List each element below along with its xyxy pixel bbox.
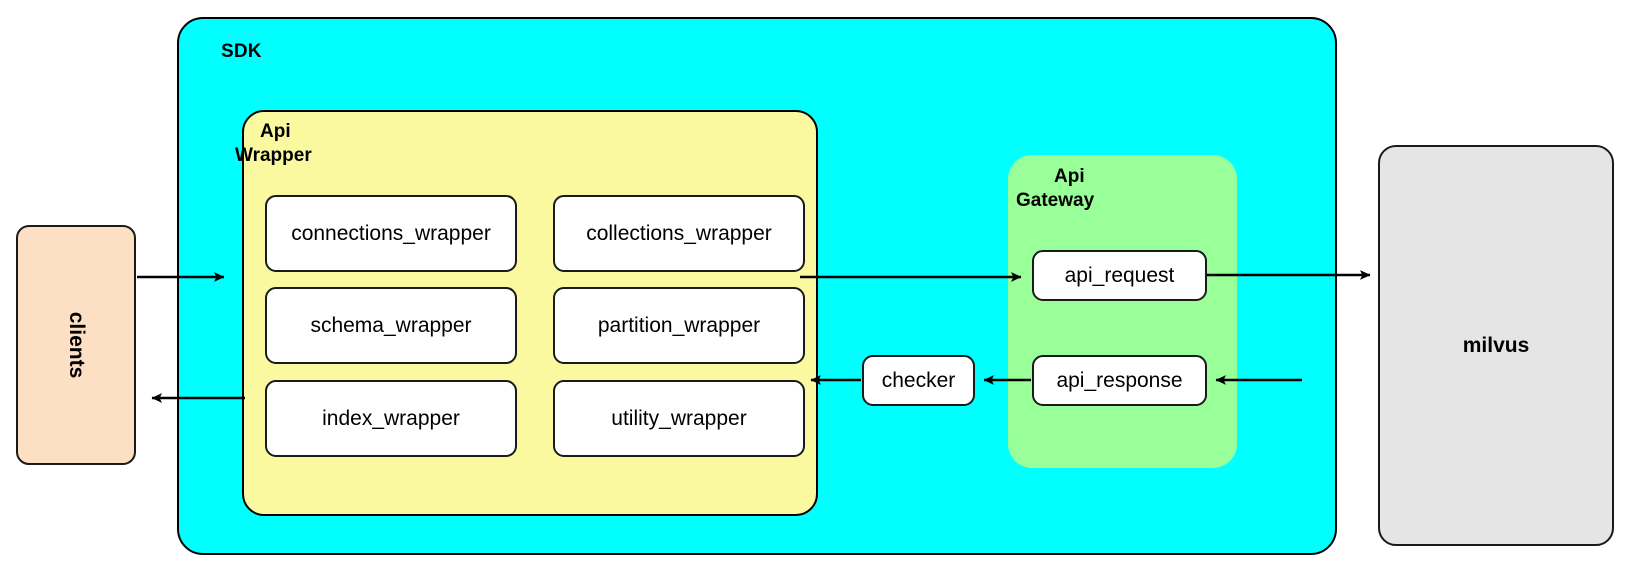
api-request-label: api_request: [1064, 263, 1175, 287]
api-request-node[interactable]: api_request: [1032, 250, 1207, 301]
module-label: utility_wrapper: [611, 406, 747, 430]
module-index-wrapper[interactable]: index_wrapper: [265, 380, 517, 457]
api-response-node[interactable]: api_response: [1032, 355, 1207, 406]
module-label: partition_wrapper: [597, 313, 761, 337]
api-response-label: api_response: [1056, 368, 1183, 392]
api-gateway-container[interactable]: Api Gateway: [1008, 155, 1237, 468]
clients-node[interactable]: clients: [16, 225, 136, 465]
module-utility-wrapper[interactable]: utility_wrapper: [553, 380, 805, 457]
module-collections-wrapper[interactable]: collections_wrapper: [553, 195, 805, 272]
milvus-node[interactable]: milvus: [1378, 145, 1614, 546]
checker-node[interactable]: checker: [862, 355, 975, 406]
module-partition-wrapper[interactable]: partition_wrapper: [553, 287, 805, 364]
api-wrapper-title-line2: Wrapper: [235, 145, 312, 167]
module-label: schema_wrapper: [310, 313, 472, 337]
module-label: connections_wrapper: [291, 221, 491, 245]
module-label: index_wrapper: [322, 406, 460, 430]
api-gateway-title: Api Gateway: [1016, 165, 1214, 214]
clients-label: clients: [65, 311, 88, 379]
api-wrapper-title-line1: Api: [260, 121, 291, 142]
sdk-title: SDK: [221, 41, 262, 62]
checker-label: checker: [881, 368, 956, 392]
api-gateway-title-line1: Api: [1054, 166, 1085, 187]
milvus-label: milvus: [1462, 333, 1530, 357]
module-schema-wrapper[interactable]: schema_wrapper: [265, 287, 517, 364]
module-label: collections_wrapper: [586, 221, 772, 245]
module-connections-wrapper[interactable]: connections_wrapper: [265, 195, 517, 272]
api-gateway-title-line2: Gateway: [1016, 190, 1095, 212]
api-wrapper-title: Api Wrapper: [235, 120, 410, 169]
